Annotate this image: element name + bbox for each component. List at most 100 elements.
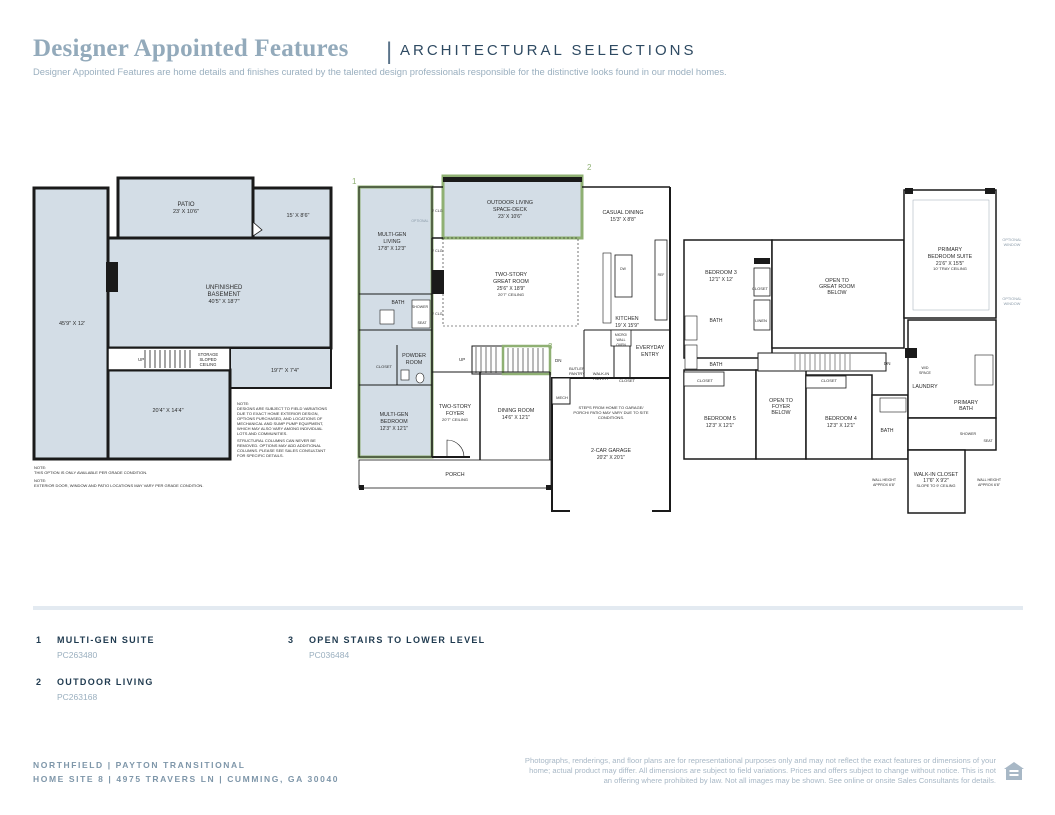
room-204-dim: 20'4" X 14'4"	[152, 408, 183, 414]
dining-dim: 14'6" X 12'1"	[502, 415, 530, 421]
multigen-bed-label: MULTI-GEN	[380, 412, 409, 418]
note1-line: COLUMNS. PLEASE SEE SALES CONSULTANT	[237, 448, 326, 453]
bed4-dim: 12'3" X 12'1"	[827, 423, 855, 429]
garage-steps-note: STEPS FROM HOME TO GARAGE/	[579, 405, 645, 410]
butler-label-2: PANTRY	[569, 371, 585, 376]
main-floor-plan: 1 2 3 MULTI-GEN LIVING 17'8" X 12'3" BAT…	[352, 163, 671, 512]
left-room-dim: 45'9" X 12'	[59, 321, 85, 327]
basement-dim: 40'5" X 18'7"	[208, 299, 239, 305]
optional-window-label-4: WINDOW	[1004, 302, 1021, 306]
selection-name: MULTI-GEN SUITE	[57, 635, 155, 645]
note1-line: DESIGNS ARE SUBJECT TO FIELD VARIATIONS	[237, 406, 327, 411]
basement-room-204	[106, 368, 232, 461]
outdoor-label: OUTDOOR LIVING	[487, 200, 533, 206]
upper-dn-label: DN	[884, 361, 891, 366]
room-15-dim: 15' X 8'6"	[286, 213, 309, 219]
optional-window-label-3: OPTIONAL	[1002, 297, 1021, 301]
section-divider	[33, 606, 1023, 610]
linen-label: LINEN	[755, 318, 767, 323]
main-dn-label: DN	[555, 358, 562, 363]
multigen-living-dim: 17'8" X 12'3"	[378, 246, 406, 252]
wall-height-right: WALL HEIGHT	[977, 478, 1002, 482]
bed4-bath-label: BATH	[881, 428, 894, 434]
bed3-dim: 12'1" X 12'	[709, 277, 733, 283]
seat-label: SEAT	[417, 321, 427, 325]
selection-name: OPEN STAIRS TO LOWER LEVEL	[309, 635, 486, 645]
outdoor-dim: 23' X 10'6"	[498, 214, 522, 220]
walkin-pantry-label-2: PANTRY	[593, 376, 609, 381]
porch-label: PORCH	[445, 472, 464, 478]
bed3-label: BEDROOM 3	[705, 270, 737, 276]
upper-bath-label-2: BATH	[710, 362, 723, 368]
note1-line: DUE TO EXACT HOME EXTERIOR DESIGN,	[237, 411, 319, 416]
wd-label: W/D	[922, 366, 929, 370]
upper-bath-label: BATH	[710, 318, 723, 324]
basement-patio	[116, 176, 255, 240]
wall-height-right-2: APPROX 6'8"	[978, 483, 1001, 487]
basement-column	[106, 262, 118, 292]
note1-line: FOR SPECIFIC DETAILS.	[237, 453, 284, 458]
note1-line: OPTIONS PURCHASED, AND LOCATIONS OF	[237, 416, 323, 421]
basement-label: BASEMENT	[207, 292, 240, 298]
storage-label: STORAGE	[198, 352, 219, 357]
bed5-dim: 12'3" X 12'1"	[706, 423, 734, 429]
primary-bath-label-2: BATH	[959, 406, 973, 412]
powder-label-2: ROOM	[406, 360, 422, 366]
basement-left-room	[32, 186, 110, 461]
open-great-label-3: BELOW	[827, 290, 846, 296]
dining-label: DINING ROOM	[498, 408, 535, 414]
open-foyer-label-3: BELOW	[771, 410, 790, 416]
multigen-living-label-2: LIVING	[383, 239, 400, 245]
great-label: TWO-STORY	[495, 272, 528, 278]
casual-label: CASUAL DINING	[602, 210, 643, 216]
primary-bath-label: PRIMARY	[954, 400, 979, 406]
footer-address: HOME SITE 8 | 4975 TRAVERS LN | CUMMING,…	[33, 774, 340, 784]
upper-closet-label: CLOSET	[752, 286, 769, 291]
butler-label: BUTLER	[569, 366, 585, 371]
marker-1: 1	[352, 177, 357, 186]
primary-shower-label: SHOWER	[960, 432, 977, 436]
note3-text: EXTERIOR DOOR, WINDOW AND PATIO LOCATION…	[34, 483, 203, 488]
bed4-closet-label: CLOSET	[821, 378, 838, 383]
walkin-closet-ceiling: SLOPE TO 9' CEILING	[917, 484, 956, 488]
note1-line: STRUCTURAL COLUMNS CAN NEVER BE	[237, 438, 316, 443]
laundry-label: LAUNDRY	[912, 384, 938, 390]
garage-steps-note-3: CONDITIONS.	[598, 415, 624, 420]
marker-3: 3	[548, 342, 553, 351]
note1-line: MECHANICAL AND SUMP PUMP EQUIPMENT,	[237, 421, 323, 426]
equal-housing-icon	[1004, 762, 1024, 780]
kitchen-dim: 19' X 15'9"	[615, 323, 639, 329]
selection-code: PC263168	[57, 692, 98, 702]
powder-label: POWDER	[402, 353, 426, 359]
note1-title: NOTE:	[237, 401, 249, 406]
upper-floor-plan: BEDROOM 3 12'1" X 12' OPEN TO GREAT ROOM…	[683, 188, 1022, 514]
everyday-label-2: ENTRY	[641, 352, 659, 358]
micro-label-3: OVEN	[616, 343, 626, 347]
great-ceiling: 20'7" CEILING	[498, 292, 524, 297]
room-197-dim: 19'7" X 7'4"	[271, 368, 299, 374]
storage-label-2: SLOPED	[200, 357, 217, 362]
multigen-bath-label: BATH	[392, 300, 405, 306]
ref-label: REF	[658, 273, 665, 277]
multigen-bed-dim: 12'3" X 12'1"	[380, 426, 408, 432]
open-great-label: OPEN TO	[825, 278, 849, 284]
basement-plan: PATIO 23' X 10'6" 15' X 8'6" UNFINISHED …	[32, 176, 333, 488]
title-separator: |	[386, 38, 393, 65]
page-description: Designer Appointed Features are home det…	[33, 66, 727, 77]
optional-label: OPTIONAL	[411, 219, 428, 223]
primary-label-2: BEDROOM SUITE	[928, 254, 973, 260]
open-foyer-label-2: FOYER	[772, 404, 790, 410]
footer-community: NORTHFIELD | PAYTON TRANSITIONAL	[33, 760, 246, 770]
bed5-closet-label: CLOSET	[697, 378, 714, 383]
walkin-pantry-label: WALK-IN	[593, 371, 610, 376]
note2-title: NOTE:	[34, 465, 46, 470]
note3-title: NOTE:	[34, 478, 46, 483]
note1-line: WHICH MAY ALSO VARY AMONG INDIVIDUAL	[237, 426, 323, 431]
open-foyer-label: OPEN TO	[769, 398, 793, 404]
storage-label-3: CEILING	[200, 362, 217, 367]
bed4-label: BEDROOM 4	[825, 416, 857, 422]
open-stairs-highlight	[501, 344, 552, 376]
basement-stair-area	[107, 347, 231, 371]
primary-label: PRIMARY	[938, 247, 963, 253]
selection-code: PC263480	[57, 650, 98, 660]
